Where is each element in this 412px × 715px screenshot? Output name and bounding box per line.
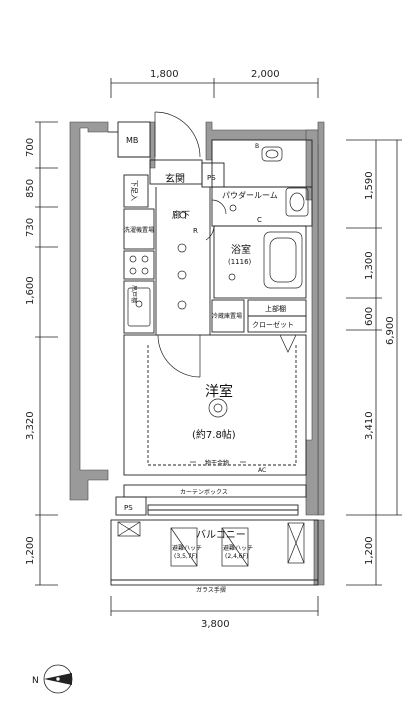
label-ps-top: PS <box>207 174 216 182</box>
dim-left-4: 1,600 <box>25 276 36 305</box>
fixtures <box>117 146 309 567</box>
dim-left-3: 730 <box>25 218 36 237</box>
dim-right-1: 1,590 <box>364 171 375 200</box>
dim-left-2: 850 <box>25 179 36 198</box>
dim-right-2: 1,300 <box>364 251 375 280</box>
dim-left-6: 1,200 <box>25 536 36 565</box>
dim-right-5: 1,200 <box>364 536 375 565</box>
label-bath: 浴室 <box>231 243 251 256</box>
label-shoe-box: 下足入 <box>130 180 138 201</box>
label-hatch-2: 避難ハッチ <box>223 544 253 552</box>
label-north: N <box>32 676 39 686</box>
label-glass-rail: ガラス手摺 <box>196 586 226 594</box>
label-washer: 洗濯機置場 <box>124 226 154 234</box>
label-powder-room: パウダールーム <box>222 190 278 200</box>
label-upper-shelf: 上部棚 <box>265 304 286 313</box>
dim-right-total: 6,900 <box>385 316 396 345</box>
north-arrow-icon <box>43 664 73 694</box>
doors <box>154 111 297 378</box>
label-ps-bottom: PS <box>124 504 133 512</box>
dim-right-3: 600 <box>364 307 375 326</box>
dim-left-1: 700 <box>25 138 36 157</box>
label-bath-size: (1116) <box>228 258 252 266</box>
label-r: R <box>193 227 198 235</box>
label-closet: クローゼット <box>252 320 294 329</box>
label-balcony: バルコニー <box>196 529 246 541</box>
label-kitchen-storage: 吊戸棚 <box>130 285 138 303</box>
left-dimension <box>35 121 58 586</box>
label-hatch-1-sub: (3,5,7F) <box>174 553 197 560</box>
top-dimension <box>110 78 319 98</box>
label-b: B <box>255 143 259 150</box>
label-ac: AC <box>258 467 266 474</box>
bottom-dimension <box>110 596 319 616</box>
label-corridor: 廊下 <box>172 209 190 221</box>
label-drying-hardware: 物干金物 <box>205 459 229 467</box>
dim-top-left: 1,800 <box>150 69 179 80</box>
dim-right-4: 3,410 <box>364 411 375 440</box>
label-curtain-box: カーテンボックス <box>180 488 228 496</box>
label-c: C <box>257 216 262 224</box>
label-western-room: 洋室 <box>205 383 233 400</box>
label-fridge-box: 冷蔵庫置場 <box>212 312 242 320</box>
dim-left-5: 3,320 <box>25 411 36 440</box>
label-hatch-2-sub: (2,4,6F) <box>225 553 248 560</box>
label-mb: MB <box>126 136 138 145</box>
dim-top-right: 2,000 <box>251 69 280 80</box>
label-room-size: (約7.8帖) <box>192 428 236 441</box>
dim-bottom: 3,800 <box>201 619 230 630</box>
right-dimension <box>346 139 402 586</box>
interior-walls <box>108 121 319 586</box>
label-genkan: 玄関 <box>165 172 185 185</box>
label-hatch-1: 避難ハッチ <box>172 544 202 552</box>
